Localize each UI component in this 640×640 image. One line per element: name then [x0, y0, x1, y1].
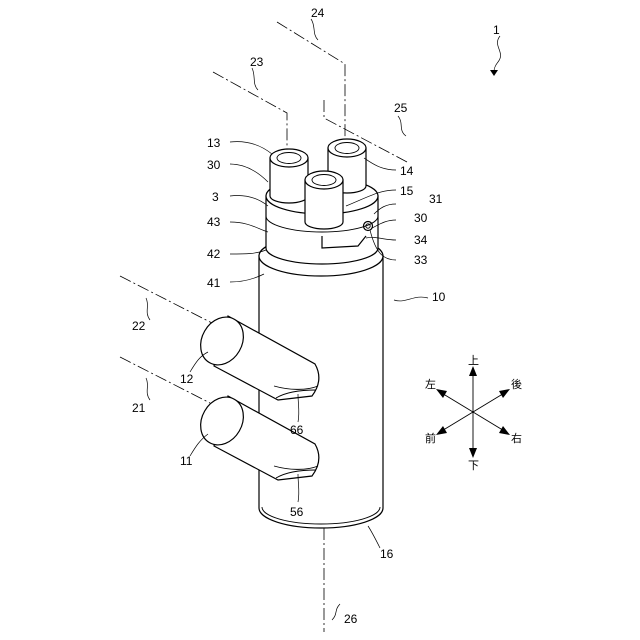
arrow-back-icon: [499, 389, 510, 398]
callout-11: 11: [180, 454, 193, 468]
arrow-up-icon: [469, 366, 477, 376]
ref-1-arrowhead: [490, 70, 498, 76]
callout-10: 10: [432, 290, 446, 304]
arrow-right-icon: [499, 426, 510, 435]
callout-33: 33: [414, 253, 428, 267]
callout-3: 3: [212, 190, 219, 204]
callout-22: 22: [132, 319, 146, 333]
axis-23: [213, 72, 287, 150]
direction-down: 下: [468, 459, 479, 472]
direction-up: 上: [468, 354, 479, 367]
direction-back: 後: [511, 377, 522, 391]
callout-12: 12: [180, 372, 194, 386]
callout-31: 31: [429, 192, 443, 206]
direction-right: 右: [511, 431, 522, 445]
arrow-down-icon: [469, 448, 477, 458]
callout-13: 13: [207, 136, 221, 150]
callout-25: 25: [394, 101, 408, 115]
callout-42: 42: [207, 247, 221, 261]
direction-left: 左: [425, 378, 436, 391]
callout-1: 1: [493, 23, 500, 37]
arrow-left-icon: [436, 389, 447, 398]
callout-41: 41: [207, 276, 221, 290]
callout-23: 23: [250, 55, 264, 69]
callout-14: 14: [400, 164, 414, 178]
direction-indicator: 上 下 左 後 前 右: [425, 354, 522, 472]
nozzle-13: [270, 149, 308, 203]
callout-16: 16: [380, 547, 394, 561]
ref-1-arrow: [494, 36, 501, 72]
callout-43: 43: [207, 215, 221, 229]
callout-30b: 30: [414, 211, 428, 225]
nozzle-15: [305, 171, 343, 229]
callout-26: 26: [344, 612, 358, 626]
direction-front: 前: [425, 431, 436, 445]
callout-24: 24: [311, 6, 325, 20]
callout-15: 15: [400, 184, 414, 198]
callout-34: 34: [414, 233, 428, 247]
callout-21: 21: [132, 401, 146, 415]
callout-66: 66: [290, 423, 304, 437]
axis-22: [120, 276, 212, 323]
callout-30a: 30: [207, 158, 221, 172]
arrow-front-icon: [436, 426, 447, 435]
callout-56: 56: [290, 505, 304, 519]
axis-21: [120, 357, 210, 403]
